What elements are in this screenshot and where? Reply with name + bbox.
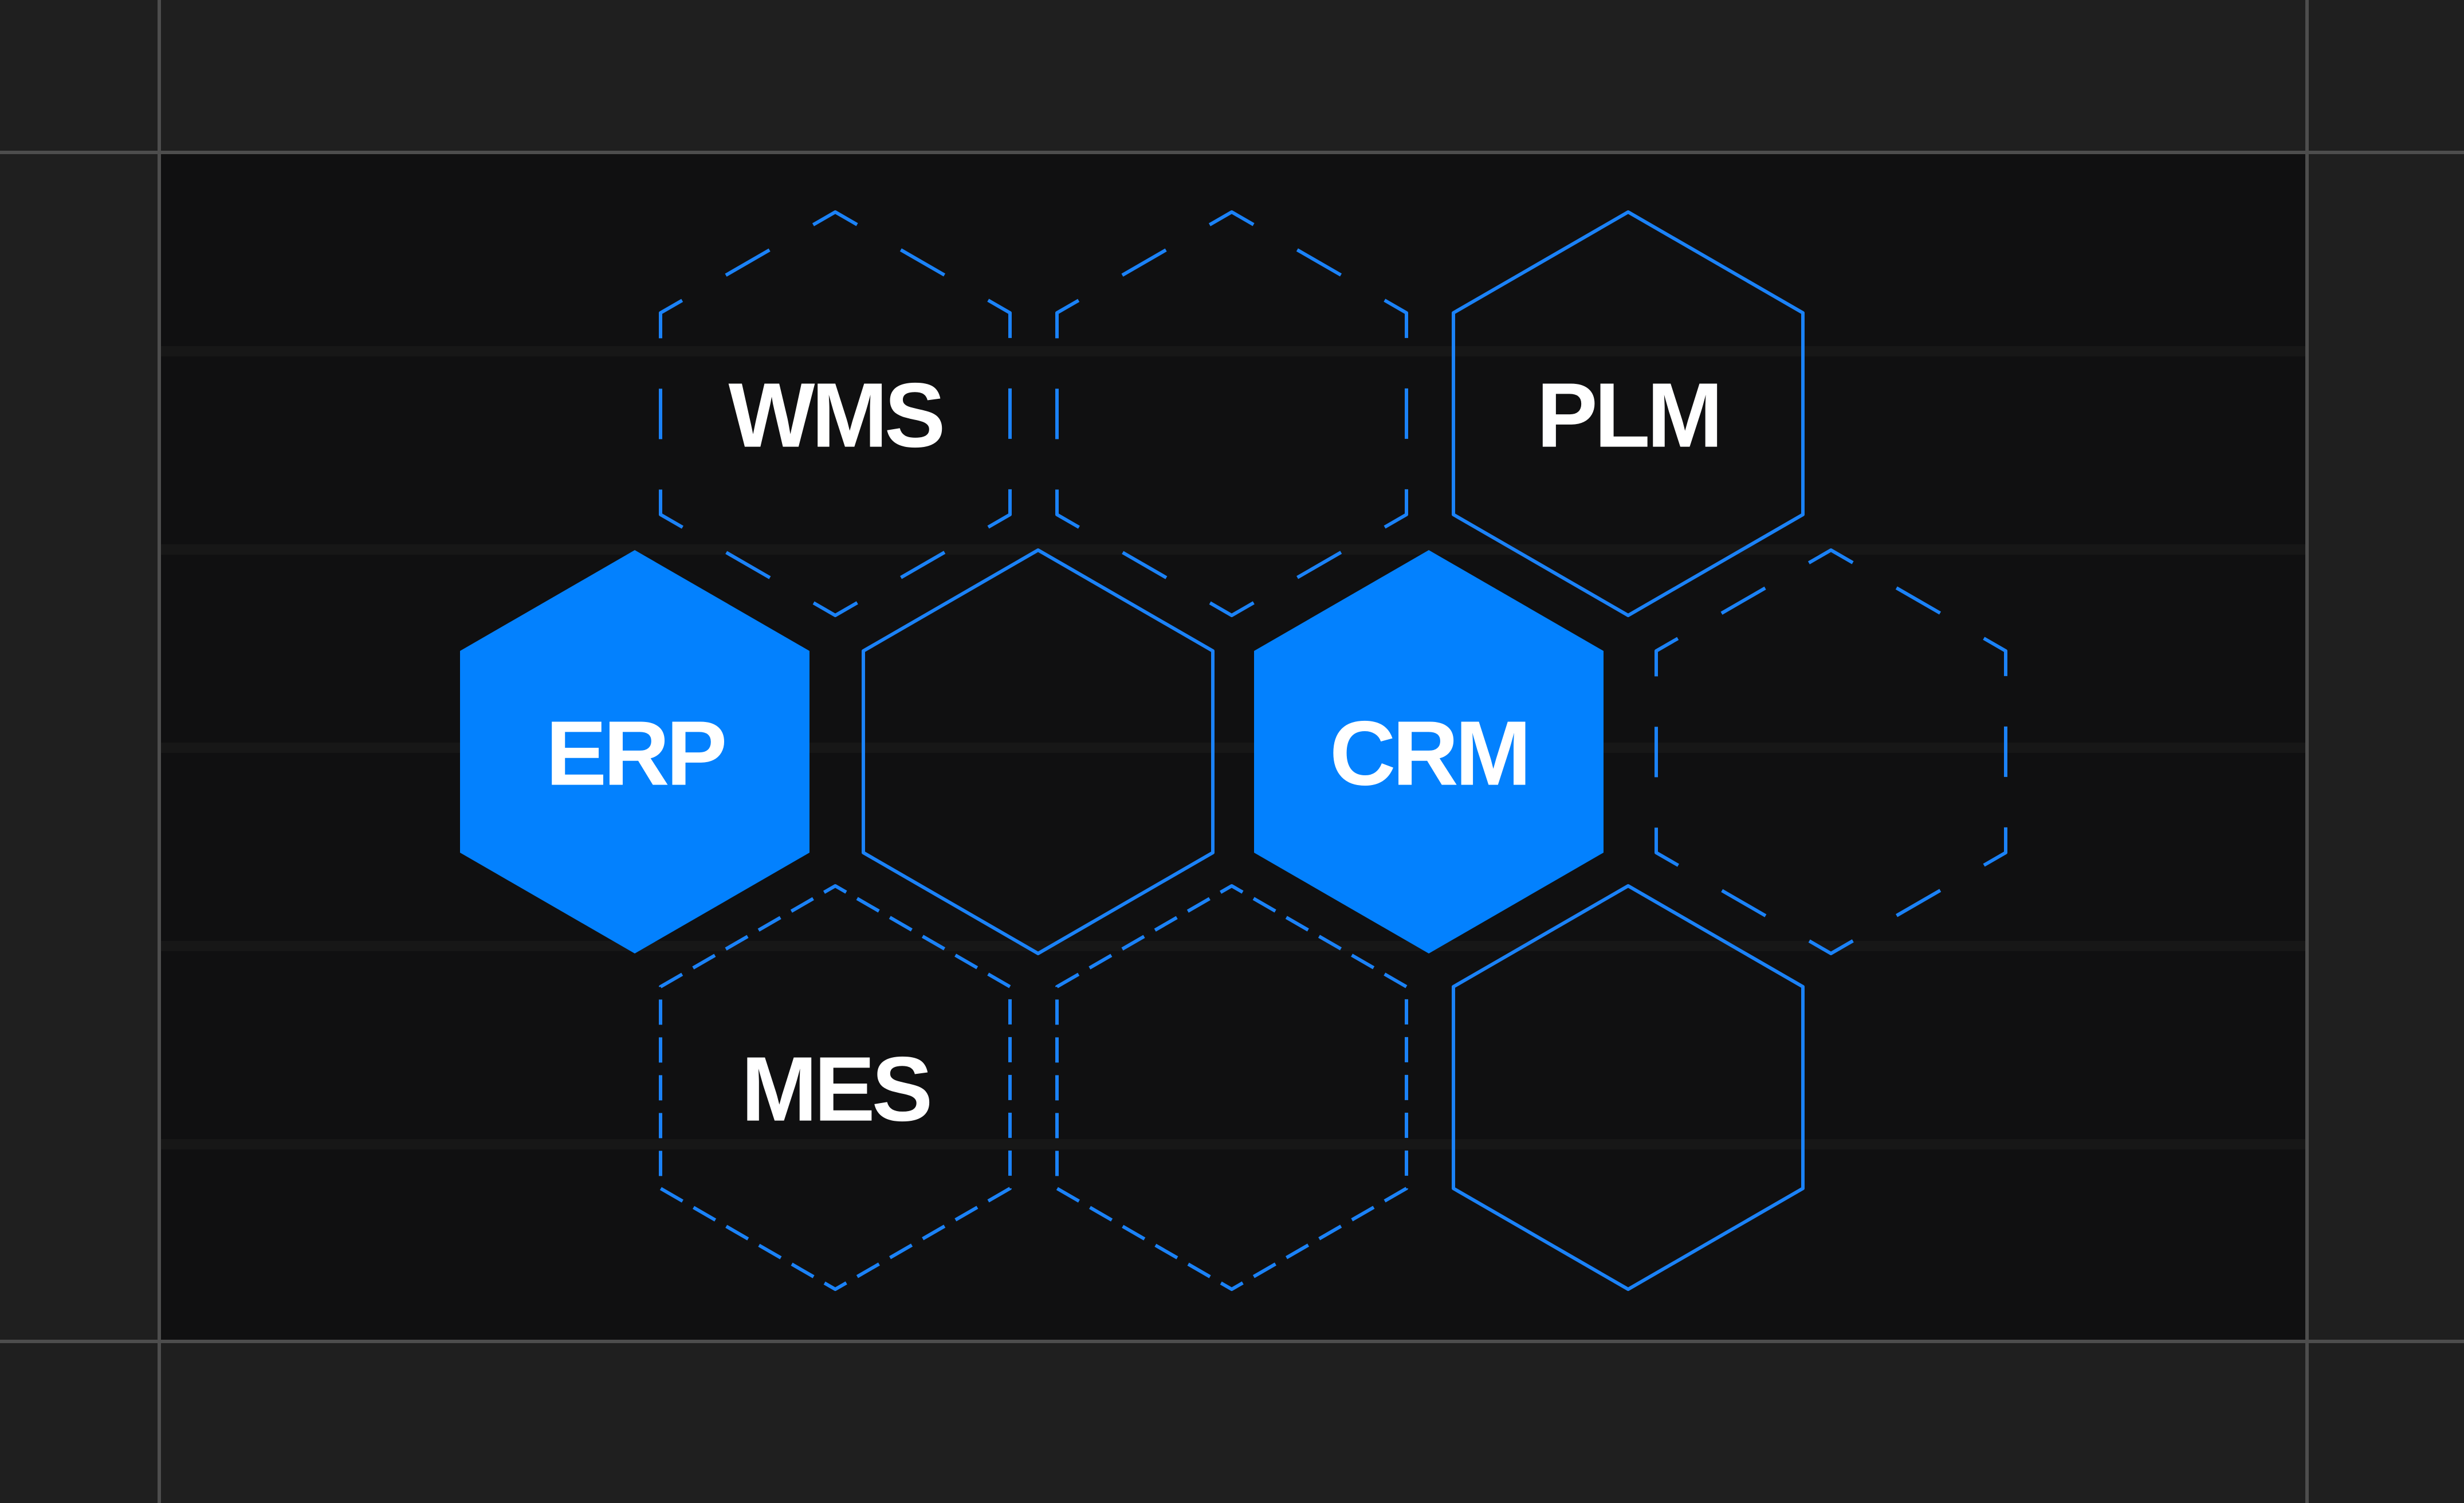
row-stripe-3 <box>159 941 2307 951</box>
hex-shape-erp <box>460 550 809 953</box>
hex-shape-top-ghost <box>1055 210 1408 617</box>
hex-erp: ERP <box>460 550 809 953</box>
vertical-guide-line-0 <box>158 0 161 1503</box>
vertical-guide-line-1 <box>2305 0 2309 1503</box>
hex-label-erp: ERP <box>546 702 725 805</box>
hex-wms: WMS <box>659 210 1012 617</box>
hex-top-ghost <box>1055 210 1408 617</box>
hex-crm: CRM <box>1254 550 1604 953</box>
hex-right-ghost <box>1655 548 2007 955</box>
hex-shape-center-ghost <box>862 548 1215 955</box>
horizontal-guide-line-1 <box>0 1340 2464 1343</box>
row-stripe-1 <box>159 544 2307 555</box>
row-stripe-4 <box>159 1139 2307 1149</box>
hex-shape-wms <box>659 210 1012 617</box>
hex-shape-right-ghost <box>1655 548 2007 955</box>
hex-shape-plm <box>1452 210 1805 617</box>
hex-center-ghost <box>862 548 1215 955</box>
hexagon-grid: WMS PLM ERP CRM MES <box>460 210 2007 1291</box>
hex-label-plm: PLM <box>1536 364 1720 466</box>
row-stripe-0 <box>159 346 2307 356</box>
hex-bottom-ghost <box>1055 884 1408 1291</box>
hex-shape-mes <box>659 884 1012 1291</box>
hex-shape-bottom-ghost <box>1055 884 1408 1291</box>
hex-mes: MES <box>659 884 1012 1291</box>
hex-label-mes: MES <box>741 1038 930 1140</box>
hex-shape-crm <box>1254 550 1604 953</box>
hex-label-wms: WMS <box>728 364 942 466</box>
hex-bottom-right-ghost <box>1452 884 1805 1291</box>
hex-label-crm: CRM <box>1330 702 1528 805</box>
hex-plm: PLM <box>1452 210 1805 617</box>
horizontal-guide-line-0 <box>0 151 2464 154</box>
hex-shape-bottom-right-ghost <box>1452 884 1805 1291</box>
